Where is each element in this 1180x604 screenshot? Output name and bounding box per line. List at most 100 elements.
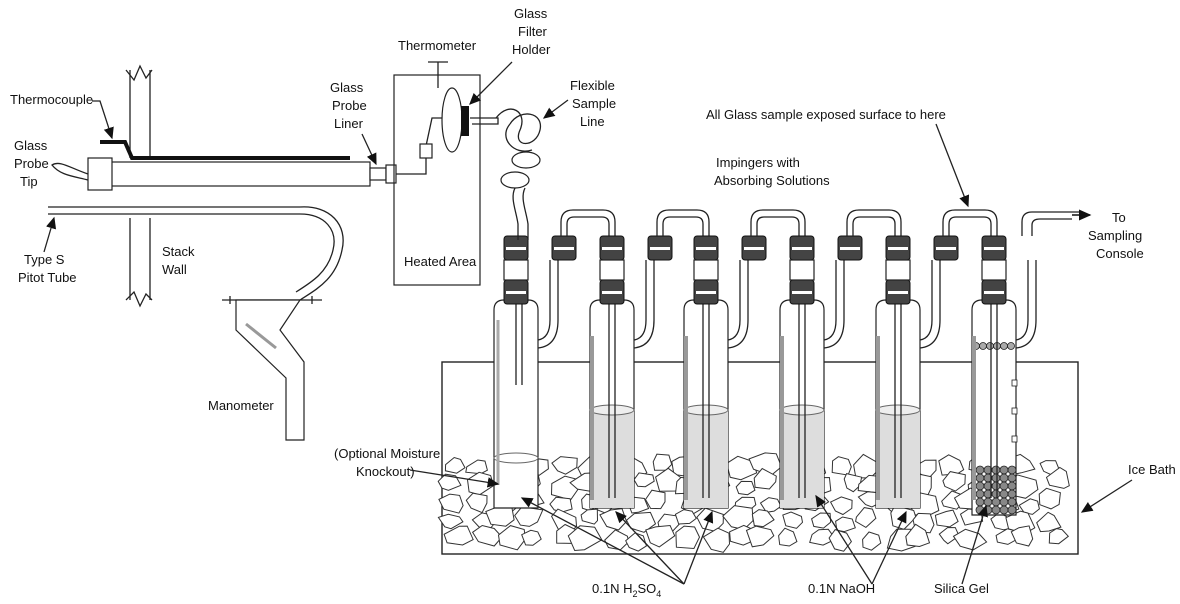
ice-cube <box>1045 466 1070 489</box>
bridge-tube <box>662 216 704 236</box>
label-sampling: Sampling <box>1088 228 1142 243</box>
side-arm <box>727 260 749 349</box>
clamp-slot <box>696 247 716 250</box>
label-h2so4: 0.1N H2SO4 <box>592 581 661 599</box>
silica-bead <box>1007 465 1017 475</box>
tick-mark <box>1011 435 1018 443</box>
clamp-slot <box>554 247 574 250</box>
silica-bead <box>1007 481 1017 491</box>
bridge-tube <box>750 209 806 236</box>
impingers <box>493 209 1037 516</box>
silica-bead <box>991 497 1001 507</box>
silica-bead <box>999 481 1009 491</box>
clamp-slot <box>840 247 860 250</box>
liquid-surface <box>683 404 729 416</box>
ice-cube <box>497 525 526 551</box>
clamp-slot <box>744 247 764 250</box>
ice-cube <box>1010 525 1034 547</box>
impinger-liquid <box>780 410 824 508</box>
impinger-2 <box>589 209 710 509</box>
silica-bead <box>991 505 1001 515</box>
label-impingers-1: Impingers with <box>716 155 800 170</box>
ice-cube <box>437 513 464 530</box>
inlet-connection <box>517 236 529 240</box>
manometer <box>222 296 322 441</box>
label-manometer: Manometer <box>208 398 274 413</box>
ice-cube <box>580 508 599 525</box>
silica-bead <box>975 473 985 483</box>
liquid-surface <box>875 404 921 416</box>
impinger-liquid <box>684 410 728 508</box>
label-flex-3: Line <box>580 114 605 129</box>
label-moisture-1: (Optional Moisture <box>334 446 440 461</box>
ice-cube <box>514 506 544 527</box>
labels: Thermocouple Glass Probe Tip Type S Pito… <box>10 6 1176 599</box>
side-arm <box>823 260 845 349</box>
ice-cube <box>444 456 466 474</box>
label-heated-area: Heated Area <box>404 254 477 269</box>
clamp-slot <box>984 247 1004 250</box>
clamp-slot <box>936 247 956 250</box>
label-flex-1: Flexible <box>570 78 615 93</box>
ice-cube <box>745 525 775 548</box>
bridge-tube <box>756 216 800 236</box>
label-filter-1: Glass <box>514 6 548 21</box>
impinger-liquid <box>590 410 634 508</box>
ice-cube <box>1048 528 1070 545</box>
silica-bead <box>999 489 1009 499</box>
ice-cube <box>437 473 462 491</box>
silica-bead <box>991 489 1001 499</box>
ice-cube <box>1036 511 1062 533</box>
silica-bead <box>975 465 985 475</box>
bridge-tube <box>566 216 610 236</box>
ice-cube <box>843 473 863 493</box>
label-liner-2: Probe <box>332 98 367 113</box>
ice-cube <box>778 527 798 547</box>
impinger-3 <box>683 209 806 509</box>
ice-cube <box>831 456 852 476</box>
heated-area-box <box>393 61 499 286</box>
label-thermocouple: Thermocouple <box>10 92 93 107</box>
impinger-4 <box>779 209 902 509</box>
side-arm <box>919 260 941 349</box>
clamp-slot <box>650 247 670 250</box>
ice-cube <box>443 525 474 546</box>
ice-cube <box>645 524 676 548</box>
label-to: To <box>1112 210 1126 225</box>
ice-cube <box>759 497 782 513</box>
silica-bead <box>999 505 1009 515</box>
bridge-tube <box>948 216 992 236</box>
silica-bead <box>983 497 993 507</box>
label-impingers-2: Absorbing Solutions <box>714 173 830 188</box>
joint-neck <box>885 259 911 281</box>
silica-bead <box>975 497 985 507</box>
joint-neck <box>503 259 529 281</box>
clamp-slot <box>888 247 908 250</box>
silica-bead <box>1007 505 1017 515</box>
joint-neck <box>981 259 1007 281</box>
inlet-stem <box>608 300 616 498</box>
ice-cube <box>485 505 515 527</box>
ice-cube <box>471 524 503 547</box>
ice-cube <box>1038 487 1061 510</box>
liquid-surface <box>779 404 825 416</box>
silica-bead <box>986 342 994 350</box>
silica-bead <box>1007 497 1017 507</box>
impinger-5 <box>875 209 998 509</box>
ice-cube <box>675 525 701 550</box>
ice-cube <box>438 493 464 514</box>
silica-bead <box>999 473 1009 483</box>
liquid-surface <box>493 452 539 464</box>
silica-bead <box>991 465 1001 475</box>
ice-cube <box>855 507 877 529</box>
clamp-slot <box>602 247 622 250</box>
probe-assembly <box>51 140 397 191</box>
clamp-slot <box>888 291 908 294</box>
tick-mark <box>1011 407 1018 415</box>
bridge-tube <box>846 209 902 236</box>
ice-cube <box>521 529 542 546</box>
joint-neck <box>599 259 625 281</box>
label-all-glass: All Glass sample exposed surface to here <box>706 107 946 122</box>
liquid-surface <box>589 404 635 416</box>
ice-cube <box>674 509 697 525</box>
